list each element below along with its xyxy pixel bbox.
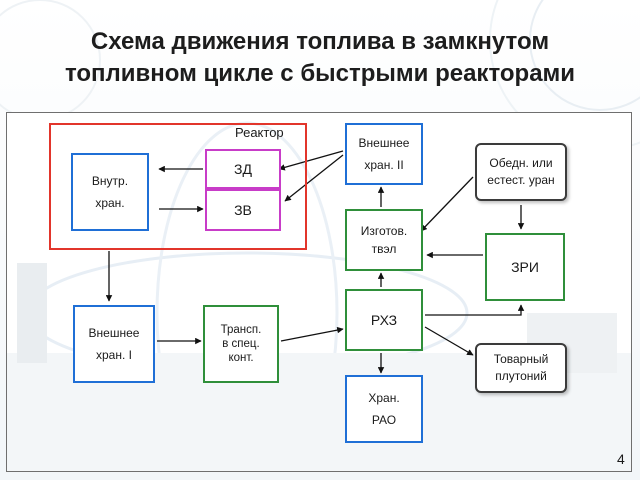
- slide-title-line-1: Схема движения топлива в замкнутом: [90, 28, 550, 55]
- transport-line-1: Трансп.: [220, 324, 262, 336]
- transport-line-3: конт.: [228, 352, 254, 364]
- external-storage-1-box: Внешнее хран. I: [73, 305, 155, 383]
- arrow-ext2-to-zv: [284, 154, 344, 202]
- slide-title-line-2: топливном цикле с быстрыми реакторами: [64, 60, 576, 87]
- plutonium-line-2: плутоний: [495, 369, 547, 383]
- uranium-line-2: естест. уран: [487, 173, 555, 187]
- arrow-transport-to-rhz: [280, 326, 344, 342]
- uranium-box: Обедн. или естест. уран: [475, 143, 567, 201]
- rao-storage-box: Хран. РАО: [345, 375, 423, 443]
- reactor-frame: [49, 123, 307, 250]
- zri-label: ЗРИ: [511, 259, 539, 275]
- external-storage-2-line-1: Внешнее: [358, 136, 410, 150]
- zone-zd-box: ЗД: [205, 149, 281, 189]
- external-storage-2-line-2: хран. II: [364, 158, 404, 172]
- external-storage-1-line-2: хран. I: [96, 348, 132, 362]
- fuel-fabrication-line-1: Изготов.: [360, 224, 408, 238]
- plutonium-box: Товарный плутоний: [475, 343, 567, 393]
- fuel-fabrication-box: Изготов. твэл: [345, 209, 423, 271]
- arrow-ext2-to-zd: [278, 150, 344, 171]
- reactor-label: Реактор: [235, 125, 284, 140]
- slide-title: Схема движения топлива в замкнутом топли…: [0, 26, 640, 90]
- page-number: 4: [617, 451, 625, 467]
- arrow-uranium-to-fabrication: [420, 176, 474, 232]
- rhz-label: РХЗ: [370, 312, 398, 328]
- uranium-line-1: Обедн. или: [489, 156, 553, 170]
- zone-zd-label: ЗД: [234, 161, 252, 177]
- diagram-panel: Реактор Внутр. хран. ЗД ЗВ Внешнее хран.…: [6, 112, 632, 472]
- external-storage-1-line-1: Внешнее: [88, 326, 140, 340]
- external-storage-2-box: Внешнее хран. II: [345, 123, 423, 185]
- rhz-box: РХЗ: [345, 289, 423, 351]
- plutonium-line-1: Товарный: [493, 352, 549, 366]
- zri-box: ЗРИ: [485, 233, 565, 301]
- internal-storage-line-1: Внутр.: [91, 174, 129, 188]
- internal-storage-line-2: хран.: [95, 196, 125, 210]
- internal-storage-box: Внутр. хран.: [71, 153, 149, 231]
- zone-zv-label: ЗВ: [234, 202, 252, 218]
- arrow-rhz-to-zri: [425, 304, 525, 316]
- transport-line-2: в спец.: [222, 338, 260, 350]
- fuel-fabrication-line-2: твэл: [371, 242, 397, 256]
- zone-zv-box: ЗВ: [205, 189, 281, 231]
- transport-box: Трансп. в спец. конт.: [203, 305, 279, 383]
- arrow-rhz-to-plutonium: [424, 326, 474, 356]
- rao-storage-line-2: РАО: [371, 413, 397, 427]
- diagram-connections: [105, 150, 525, 374]
- rao-storage-line-1: Хран.: [368, 391, 400, 405]
